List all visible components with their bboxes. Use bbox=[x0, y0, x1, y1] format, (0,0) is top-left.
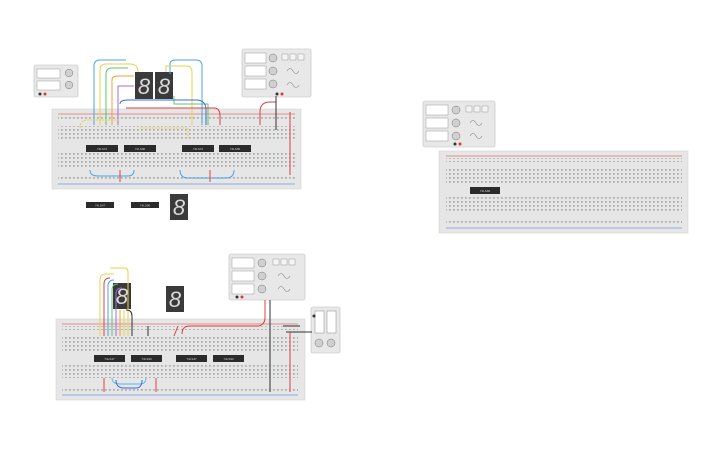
svg-text:74LS90: 74LS90 bbox=[135, 147, 146, 151]
seven-segment-display-icon[interactable]: 8 bbox=[155, 72, 173, 99]
svg-text:8: 8 bbox=[169, 287, 182, 312]
chip-icon[interactable]: 74LS47 bbox=[86, 145, 118, 152]
chip-icon[interactable]: 74LS47 bbox=[182, 145, 214, 152]
svg-text:8: 8 bbox=[173, 195, 186, 220]
power-supply-icon[interactable] bbox=[33, 64, 79, 98]
function-generator-icon[interactable] bbox=[228, 253, 306, 301]
chip-icon[interactable]: 74LS47 bbox=[176, 355, 207, 362]
chip-icon[interactable]: 74LS90 bbox=[470, 187, 500, 194]
svg-text:74LS90: 74LS90 bbox=[480, 189, 491, 193]
wire-bundle bbox=[79, 59, 291, 182]
chip-icon[interactable]: 74LS90 bbox=[131, 355, 162, 362]
svg-text:8: 8 bbox=[116, 284, 129, 309]
seven-segment-display-icon[interactable]: 8 bbox=[170, 194, 188, 220]
chip-icon[interactable]: 74LS47 bbox=[94, 355, 125, 362]
multimeter-icon[interactable] bbox=[310, 306, 341, 354]
chip-icon[interactable]: 74LS47 bbox=[86, 202, 114, 208]
function-generator-icon[interactable] bbox=[241, 48, 312, 98]
svg-text:74LS90: 74LS90 bbox=[141, 357, 152, 361]
svg-text:74LS90: 74LS90 bbox=[230, 147, 241, 151]
seven-segment-display-icon[interactable]: 8 bbox=[135, 72, 153, 99]
svg-text:74LS47: 74LS47 bbox=[97, 147, 108, 151]
svg-text:74LS47: 74LS47 bbox=[104, 357, 115, 361]
svg-text:8: 8 bbox=[138, 74, 151, 99]
svg-text:74LS47: 74LS47 bbox=[95, 204, 106, 208]
svg-text:8: 8 bbox=[158, 74, 171, 99]
circuit-bottom-left: 8 8 74LS47 74LS90 74LS47 bbox=[55, 253, 341, 401]
chip-icon[interactable]: 74LS90 bbox=[131, 202, 159, 208]
chip-icon[interactable]: 74LS90 bbox=[219, 145, 251, 152]
chip-icon[interactable]: 74LS90 bbox=[213, 355, 244, 362]
circuit-right: 74LS90 bbox=[422, 100, 689, 234]
wire-bundle bbox=[99, 267, 312, 392]
svg-text:74LS90: 74LS90 bbox=[223, 357, 234, 361]
seven-segment-display-icon[interactable]: 8 bbox=[166, 286, 184, 312]
function-generator-icon[interactable] bbox=[422, 100, 496, 148]
svg-text:74LS90: 74LS90 bbox=[140, 204, 151, 208]
circuit-top-left: 8 8 74LS47 74LS90 74LS47 bbox=[33, 48, 312, 220]
svg-text:74LS47: 74LS47 bbox=[193, 147, 204, 151]
chip-icon[interactable]: 74LS90 bbox=[124, 145, 156, 152]
svg-text:74LS47: 74LS47 bbox=[186, 357, 197, 361]
